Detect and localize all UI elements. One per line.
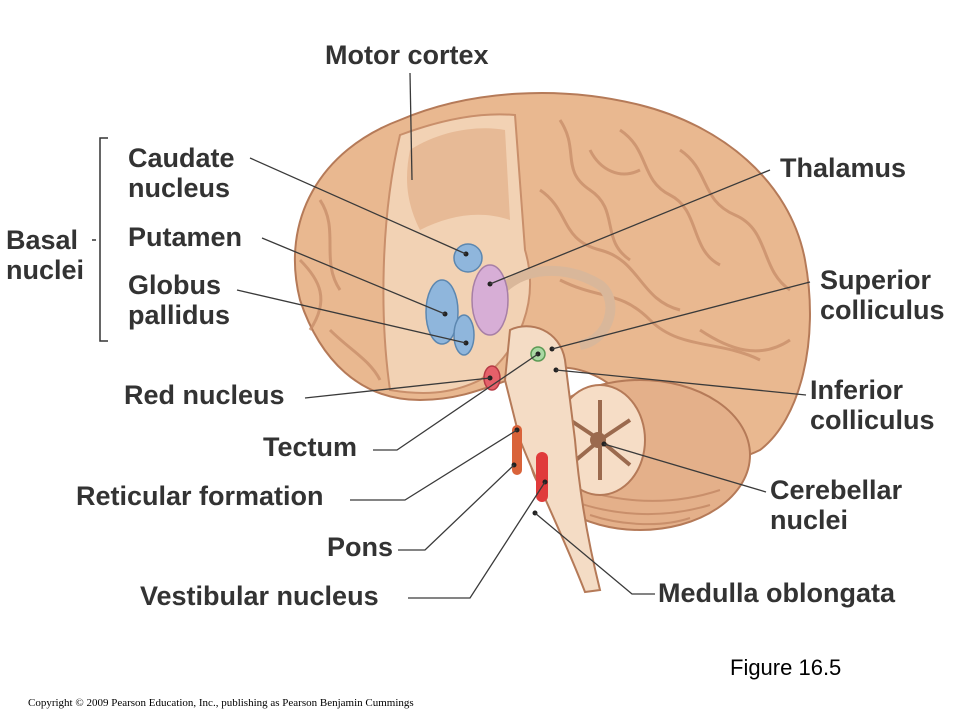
leader-lines [236,72,811,599]
cut-gray-matter [407,128,510,230]
label-motor-cortex: Motor cortex [325,40,489,70]
label-tectum: Tectum [263,432,358,462]
reticular-formation-shape [512,425,522,475]
label-inferior-colliculus: Inferior colliculus [810,375,935,435]
diencephalon-arc [490,265,616,350]
figure-caption: Figure 16.5 [730,655,842,680]
thalamus-shape [471,264,509,336]
label-caudate-nucleus: Caudate nucleus [128,143,235,203]
label-red-nucleus: Red nucleus [124,380,285,410]
globus-pallidus-shape [453,314,475,356]
basal-nuclei-bracket [92,137,108,342]
vestibular-nucleus-shape [536,452,548,502]
putamen-shape [425,279,459,345]
label-globus-pallidus: Globus pallidus [128,270,231,330]
label-superior-colliculus: Superior colliculus [820,265,945,325]
caudate-nucleus-shape [453,243,483,273]
label-basal-nuclei: Basal nuclei [6,225,85,285]
label-vestibular-nucleus: Vestibular nucleus [140,581,379,611]
label-cerebellar-nuclei: Cerebellar nuclei [770,475,903,535]
label-putamen: Putamen [128,222,243,252]
gyri-texture [298,119,791,381]
label-thalamus: Thalamus [780,153,907,183]
label-pons: Pons [327,532,394,562]
copyright-notice: Copyright © 2009 Pearson Education, Inc.… [28,697,414,709]
label-medulla-oblongata: Medulla oblongata [658,578,896,608]
label-reticular-formation: Reticular formation [76,481,324,511]
